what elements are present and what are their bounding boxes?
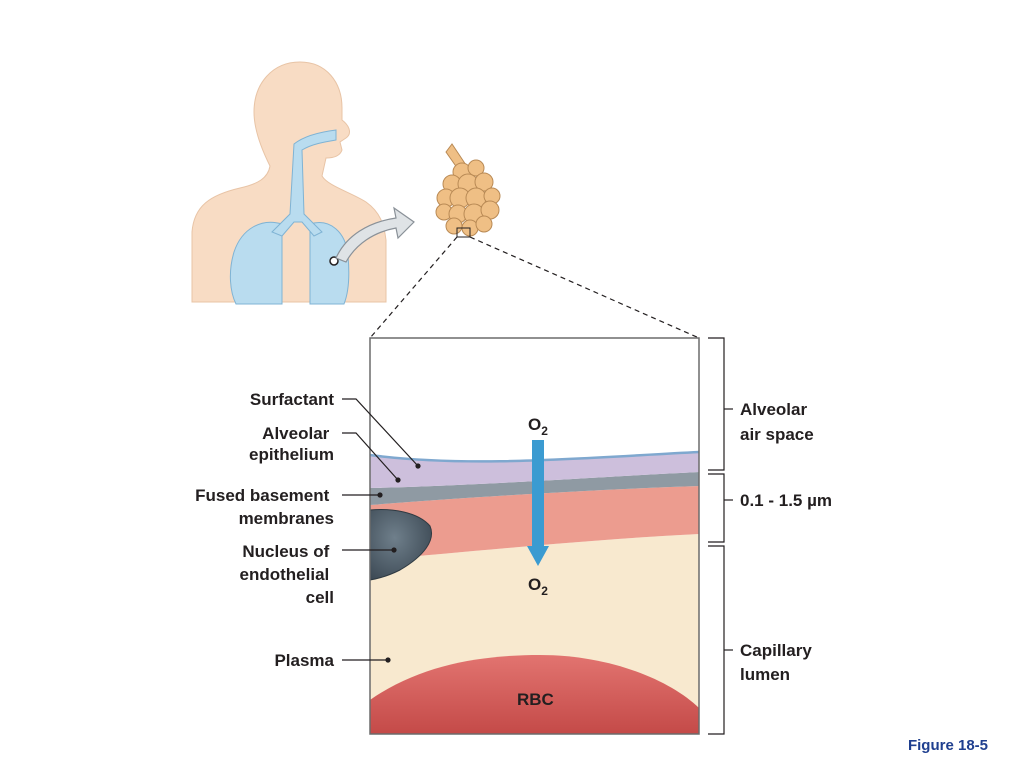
alveolus-bubble	[475, 215, 493, 233]
cross-section-frame	[369, 337, 700, 735]
oxygen-label-bottom: O2	[528, 575, 548, 598]
capillary-lumen-bracket	[708, 545, 725, 735]
fused-basement-membranes-label: Fused basement membranes	[195, 486, 334, 528]
red-blood-cell	[370, 655, 699, 734]
airway	[271, 129, 337, 237]
surfactant-leader	[342, 398, 419, 467]
zoom-line-left	[369, 236, 458, 339]
right-brackets	[708, 337, 733, 735]
plasma-label: Plasma	[274, 651, 334, 670]
curved-arrow	[335, 206, 415, 263]
human-torso-illustration	[191, 61, 415, 305]
surfactant-layer	[370, 450, 699, 463]
leader-lines	[342, 398, 421, 663]
alveolus-bubble	[474, 172, 494, 192]
alveolar-sac	[435, 143, 501, 237]
alveolus-location-marker	[329, 256, 339, 266]
oxygen-label-top: O2	[528, 415, 548, 438]
rbc-label: RBC	[517, 690, 554, 709]
zoom-line-right	[469, 236, 700, 339]
alveolar-air-space-label: Alveolar air space	[740, 400, 814, 444]
alveolar-air-space-bracket	[708, 337, 725, 471]
capillary-lumen-label: Capillary lumen	[740, 641, 817, 684]
thickness-label: 0.1 - 1.5 µm	[740, 491, 832, 510]
endothelial-nucleus	[370, 509, 432, 581]
alveolus-bubble	[445, 217, 463, 235]
figure-label: Figure 18-5	[908, 737, 988, 754]
alveolar-epithelium-label: Alveolar epithelium	[249, 424, 334, 464]
thickness-bracket	[708, 473, 725, 543]
oxygen-diffusion-arrow	[527, 440, 549, 566]
lungs	[229, 221, 350, 305]
torso-silhouette	[191, 61, 387, 303]
nucleus-of-endothelial-cell-label: Nucleus of endothelial cell	[240, 542, 334, 607]
surfactant-label: Surfactant	[250, 390, 334, 409]
magnification-box	[456, 227, 471, 238]
alveolar-epithelium-leader	[342, 432, 399, 481]
alveolus-bubble	[467, 159, 485, 177]
